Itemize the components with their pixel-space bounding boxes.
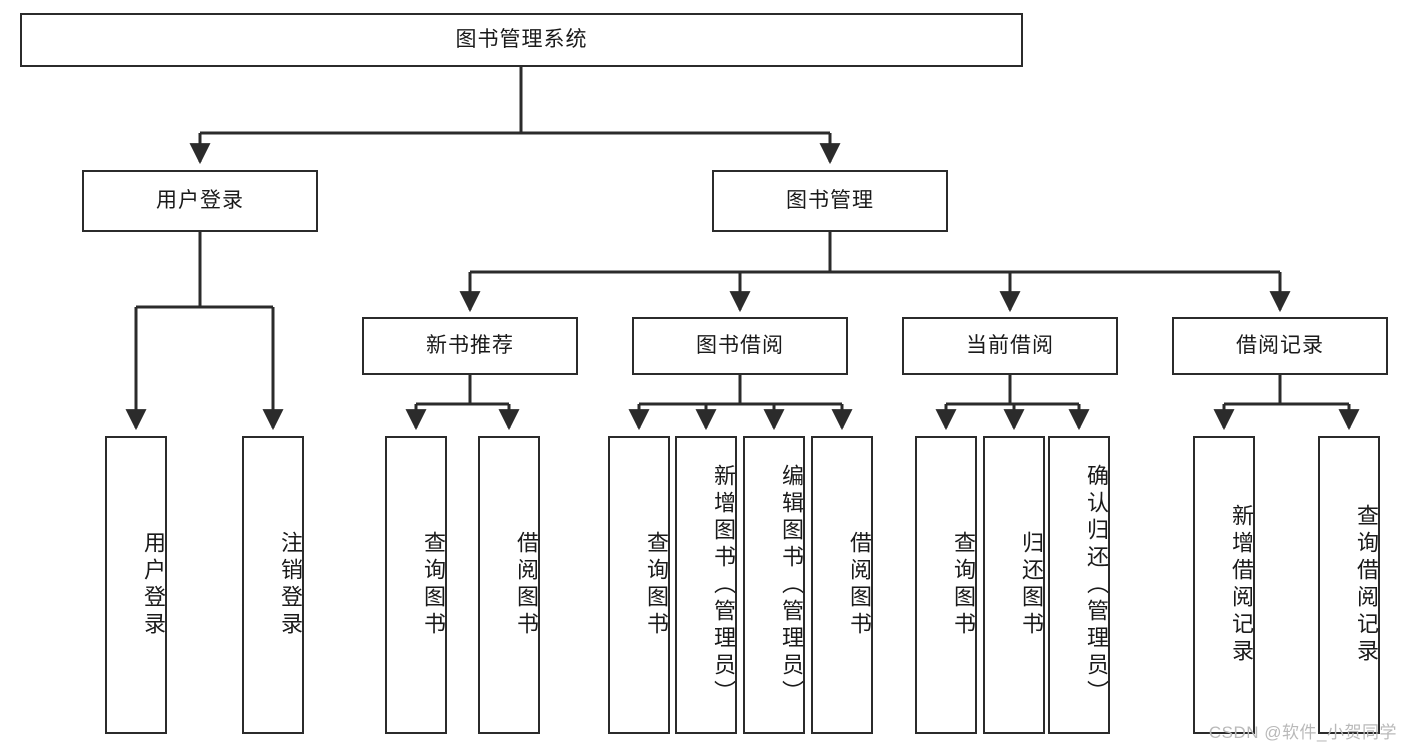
node-leaf-edit-book-label: 编辑图书（管理员） — [779, 463, 804, 707]
node-leaf-borrow-book-2[interactable]: 借阅图书 — [811, 436, 873, 734]
node-new-book-rec[interactable]: 新书推荐 — [362, 317, 578, 375]
node-leaf-query-record[interactable]: 查询借阅记录 — [1318, 436, 1380, 734]
node-leaf-query-book-3-label: 查询图书 — [951, 531, 976, 639]
node-book-borrow-label: 图书借阅 — [696, 334, 784, 358]
node-leaf-borrow-book-2-label: 借阅图书 — [847, 531, 872, 639]
node-leaf-query-book-2[interactable]: 查询图书 — [608, 436, 670, 734]
node-leaf-add-record-label: 新增借阅记录 — [1229, 504, 1254, 666]
node-book-borrow[interactable]: 图书借阅 — [632, 317, 848, 375]
node-borrow-record[interactable]: 借阅记录 — [1172, 317, 1388, 375]
node-leaf-query-book-1-label: 查询图书 — [421, 531, 446, 639]
node-leaf-return-book-label: 归还图书 — [1019, 531, 1044, 639]
node-leaf-query-book-2-label: 查询图书 — [644, 531, 669, 639]
node-leaf-confirm-return-label: 确认归还（管理员） — [1084, 463, 1109, 707]
node-book-manage-label: 图书管理 — [786, 189, 874, 213]
node-leaf-confirm-return[interactable]: 确认归还（管理员） — [1048, 436, 1110, 734]
node-leaf-edit-book[interactable]: 编辑图书（管理员） — [743, 436, 805, 734]
node-user-login[interactable]: 用户登录 — [82, 170, 318, 232]
node-leaf-return-book[interactable]: 归还图书 — [983, 436, 1045, 734]
node-leaf-add-record[interactable]: 新增借阅记录 — [1193, 436, 1255, 734]
node-leaf-borrow-book-1-label: 借阅图书 — [514, 531, 539, 639]
node-leaf-add-book-label: 新增图书（管理员） — [711, 463, 736, 707]
node-leaf-user-login[interactable]: 用户登录 — [105, 436, 167, 734]
node-user-login-label: 用户登录 — [156, 189, 244, 213]
node-current-borrow-label: 当前借阅 — [966, 334, 1054, 358]
node-new-book-rec-label: 新书推荐 — [426, 334, 514, 358]
node-leaf-borrow-book-1[interactable]: 借阅图书 — [478, 436, 540, 734]
watermark: CSDN @软件_小贺同学 — [1208, 723, 1397, 742]
node-leaf-user-login-label: 用户登录 — [141, 531, 166, 639]
node-leaf-query-book-1[interactable]: 查询图书 — [385, 436, 447, 734]
node-book-manage[interactable]: 图书管理 — [712, 170, 948, 232]
node-current-borrow[interactable]: 当前借阅 — [902, 317, 1118, 375]
node-leaf-user-logout[interactable]: 注销登录 — [242, 436, 304, 734]
node-leaf-query-book-3[interactable]: 查询图书 — [915, 436, 977, 734]
node-root-label: 图书管理系统 — [455, 28, 588, 52]
node-leaf-add-book[interactable]: 新增图书（管理员） — [675, 436, 737, 734]
node-borrow-record-label: 借阅记录 — [1236, 334, 1324, 358]
node-root[interactable]: 图书管理系统 — [20, 13, 1023, 67]
node-leaf-query-record-label: 查询借阅记录 — [1354, 504, 1379, 666]
node-leaf-user-logout-label: 注销登录 — [278, 531, 303, 639]
